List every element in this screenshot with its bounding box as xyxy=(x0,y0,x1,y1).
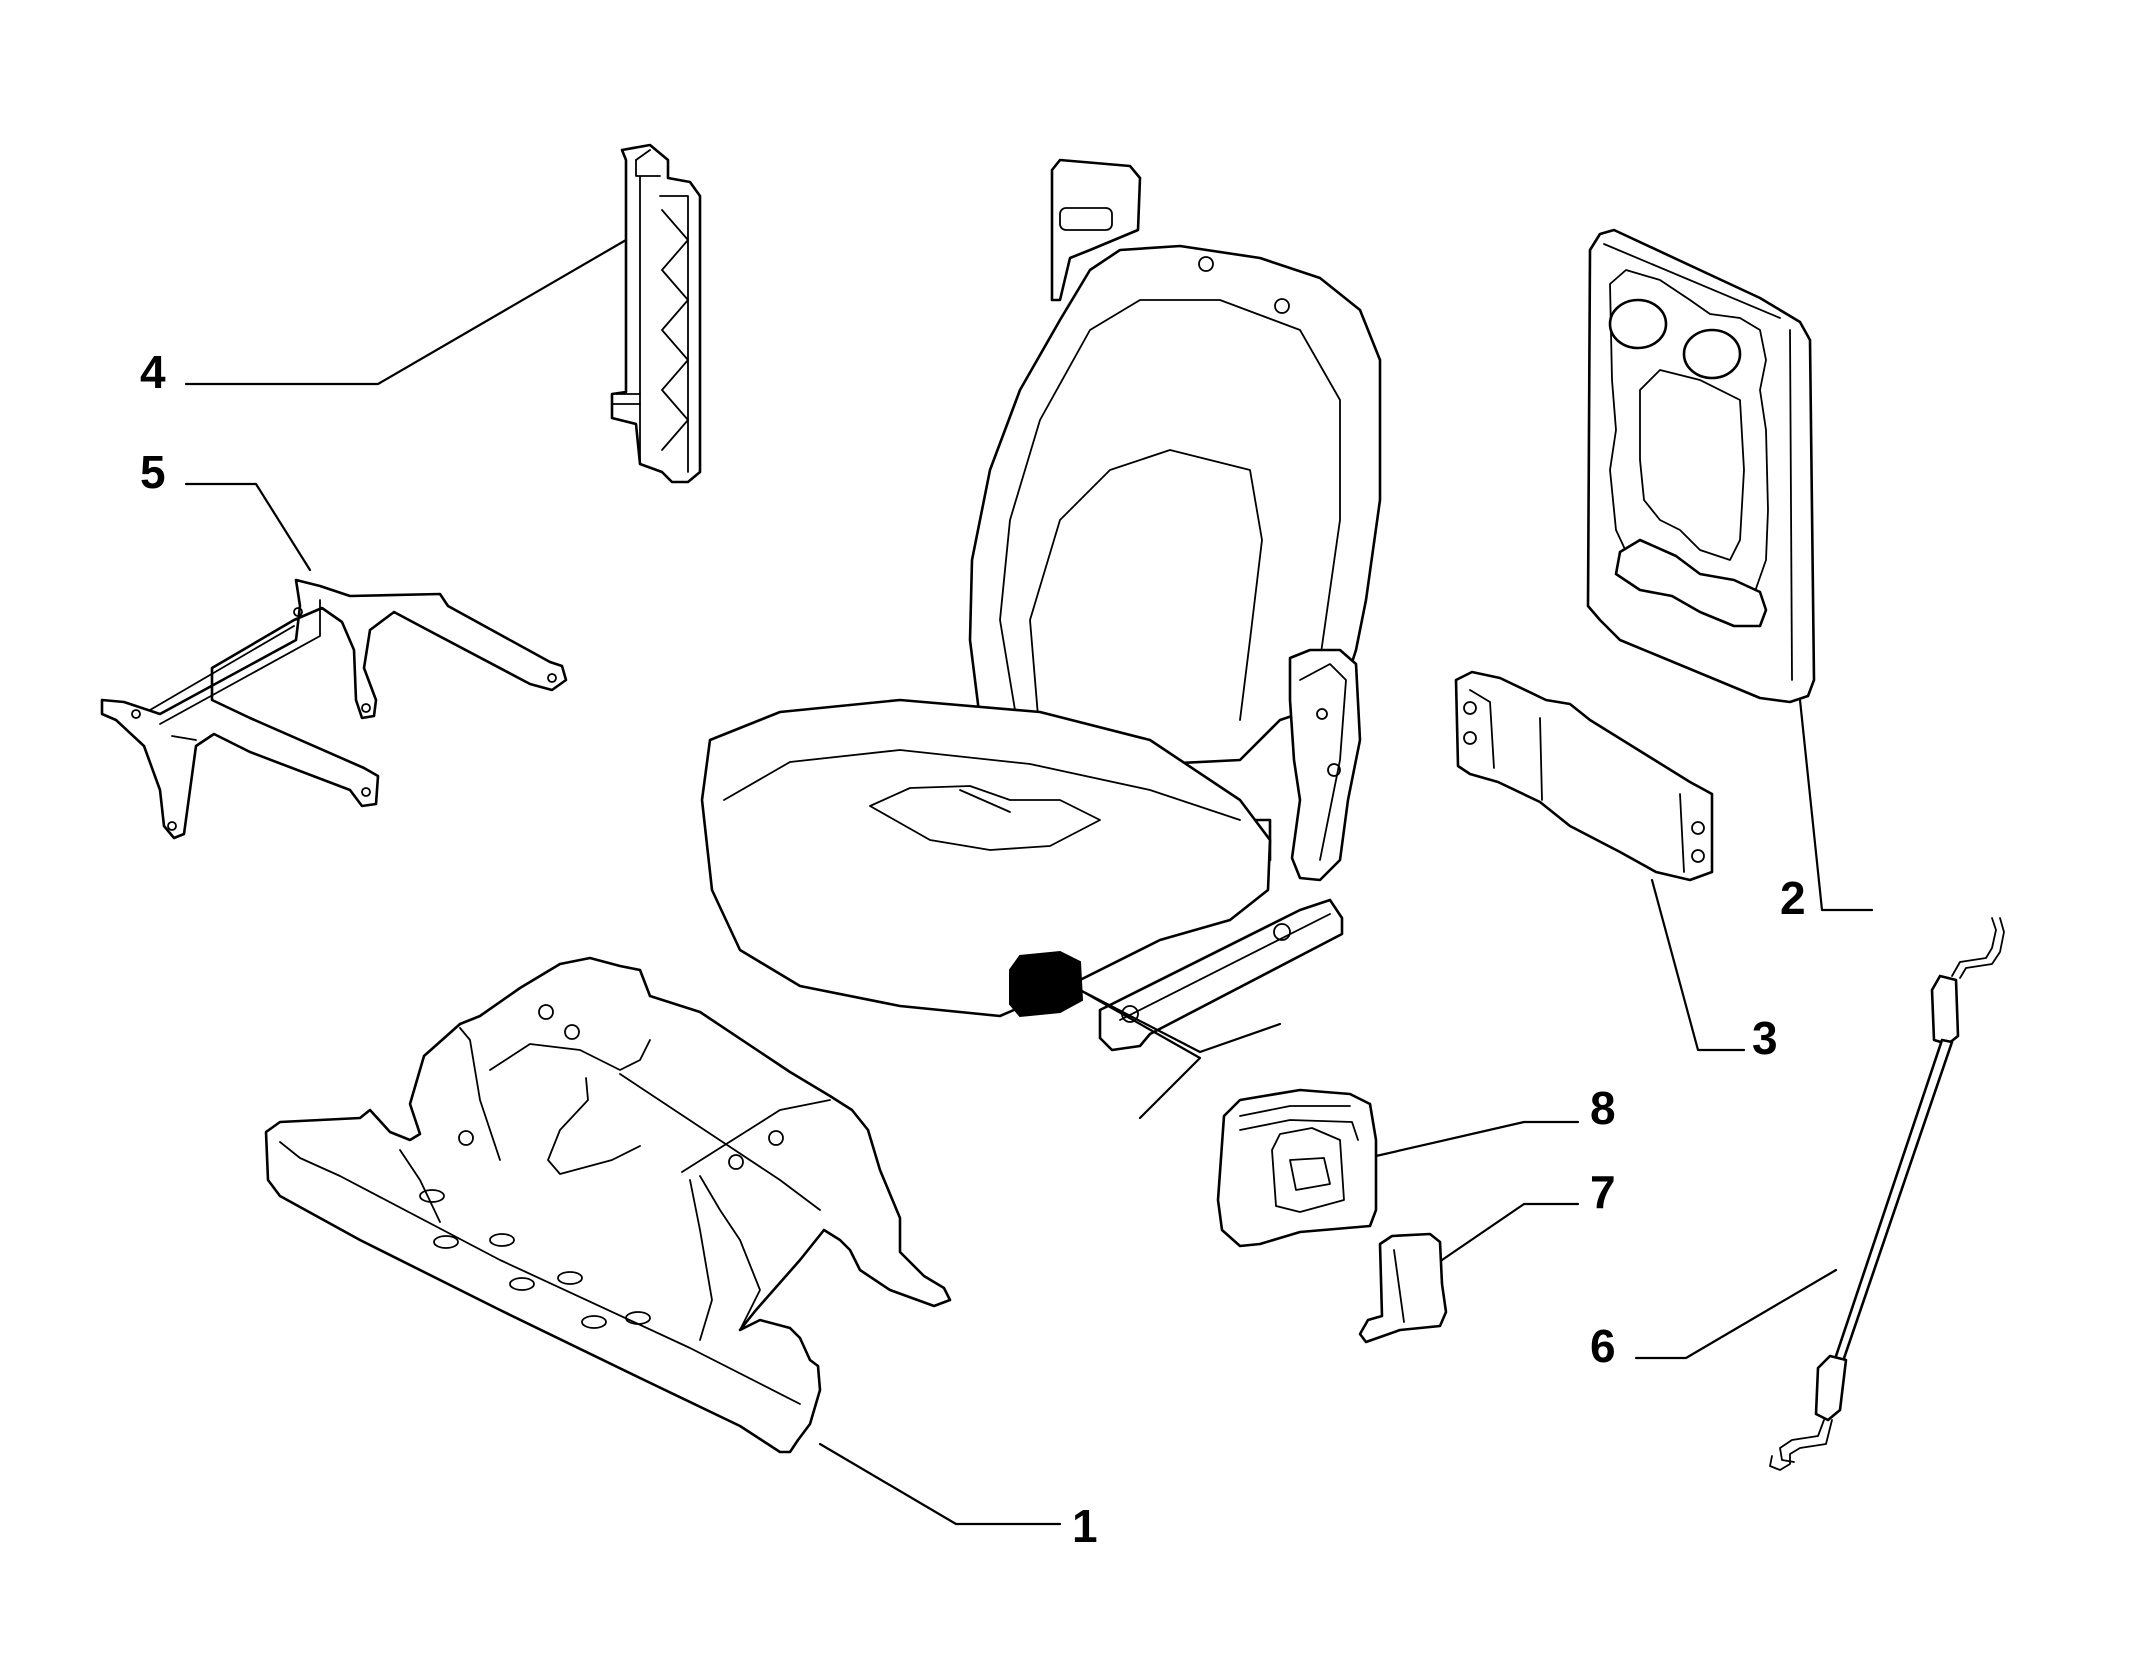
leader-1 xyxy=(818,1442,1062,1526)
callout-3: 3 xyxy=(1752,1012,1778,1064)
callout-5: 5 xyxy=(140,446,166,498)
part-5-cross-frame xyxy=(100,578,568,840)
callout-labels: 1 2 3 4 5 6 7 8 xyxy=(140,346,1806,1552)
part-8-lever-housing xyxy=(1216,1088,1378,1248)
part-6-rod xyxy=(1769,917,2005,1471)
leader-4 xyxy=(184,238,628,386)
leader-2 xyxy=(1798,698,1874,912)
callout-1: 1 xyxy=(1072,1500,1098,1552)
part-7-tab xyxy=(1358,1232,1448,1344)
callout-4: 4 xyxy=(140,346,166,398)
part-2-back-panel xyxy=(1586,228,1816,704)
leader-7 xyxy=(1440,1202,1580,1262)
callout-6: 6 xyxy=(1590,1320,1616,1372)
seat-assembly xyxy=(700,158,1382,1120)
callout-2: 2 xyxy=(1780,872,1806,924)
callout-8: 8 xyxy=(1590,1082,1616,1134)
leader-lines xyxy=(184,238,1874,1526)
leader-6 xyxy=(1634,1268,1838,1360)
leader-8 xyxy=(1374,1120,1580,1158)
leader-5 xyxy=(184,482,312,572)
part-1-base-frame xyxy=(264,956,952,1454)
leader-3 xyxy=(1650,878,1746,1052)
part-3-curved-plate xyxy=(1454,670,1714,882)
callout-7: 7 xyxy=(1590,1166,1616,1218)
part-4-bracket xyxy=(610,143,702,484)
